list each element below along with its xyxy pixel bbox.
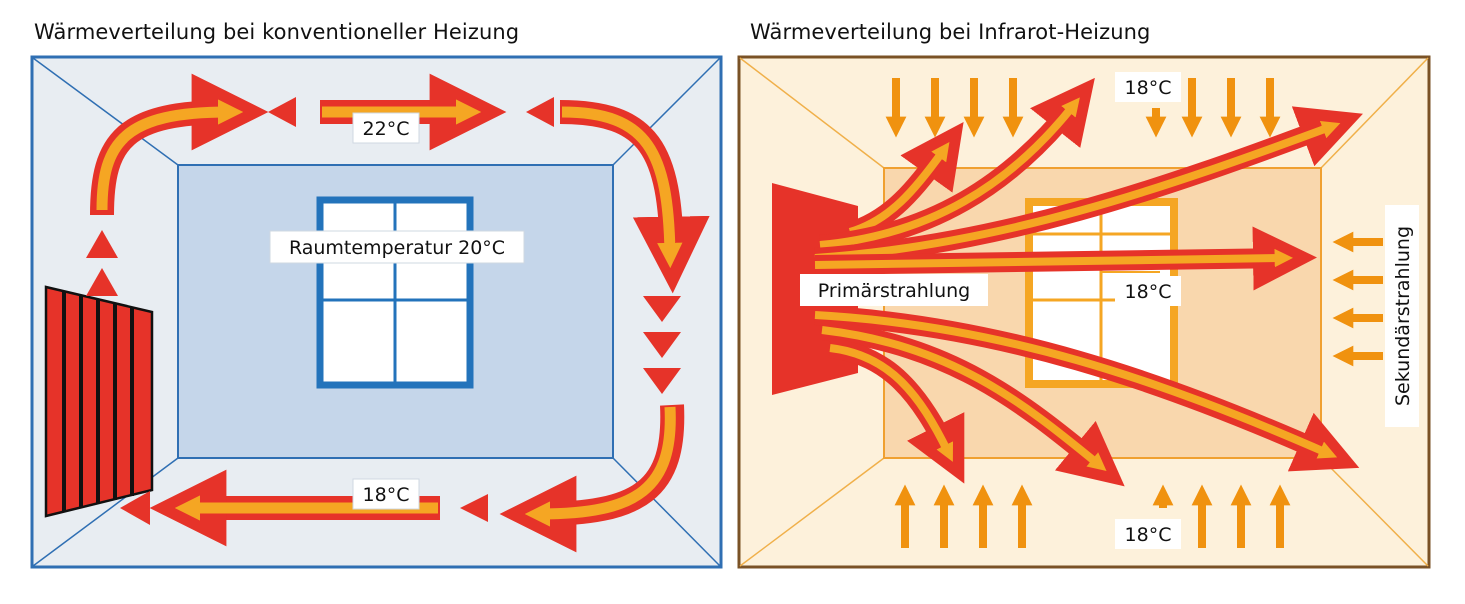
radiation-beam	[820, 320, 1125, 487]
flow-arrow-bottom-right	[499, 404, 685, 553]
radiation-beam	[828, 338, 965, 484]
left-label-room-temp: Raumtemperatur 20°C	[269, 230, 525, 264]
convection-arrows	[90, 73, 710, 553]
left-room: 22°C Raumtemperatur 20°C 18°C	[30, 55, 723, 569]
flow-triangle	[526, 97, 554, 127]
svg-text:22°C: 22°C	[363, 118, 410, 140]
svg-text:Raumtemperatur 20°C: Raumtemperatur 20°C	[289, 237, 505, 259]
radiation-beam	[814, 106, 1363, 268]
right-room: 18°C Primärstrahlung 18°C Sekundärstrahl…	[737, 55, 1431, 569]
secondary-arrows-bottom	[894, 484, 1291, 548]
radiation-beam	[814, 305, 1360, 472]
flow-triangle	[120, 491, 150, 525]
radiation-beam	[846, 121, 964, 242]
radiation-beam	[814, 226, 1317, 291]
flow-triangle	[86, 268, 118, 296]
flow-triangles	[86, 97, 681, 525]
right-label-top-temp: 18°C	[1115, 72, 1181, 102]
primary-radiation-beams	[814, 77, 1363, 487]
svg-text:Primärstrahlung: Primärstrahlung	[818, 280, 970, 302]
flow-triangle	[86, 230, 118, 258]
radiator-icon	[44, 285, 154, 518]
flow-arrow-top-left	[90, 73, 269, 216]
right-label-bottom-temp: 18°C	[1115, 519, 1181, 549]
left-window	[316, 196, 474, 389]
right-label-secondary: Sekundärstrahlung	[1385, 205, 1419, 427]
right-label-primary: Primärstrahlung	[800, 274, 988, 306]
svg-text:18°C: 18°C	[363, 484, 410, 506]
secondary-arrows-top	[885, 78, 1281, 138]
right-panel-title: Wärmeverteilung bei Infrarot-Heizung	[750, 20, 1151, 44]
flow-triangle	[643, 332, 681, 358]
left-panel-title: Wärmeverteilung bei konventioneller Heiz…	[34, 20, 520, 44]
svg-text:Sekundärstrahlung: Sekundärstrahlung	[1392, 226, 1414, 406]
flow-triangle	[643, 368, 681, 394]
svg-text:18°C: 18°C	[1125, 524, 1172, 546]
svg-text:18°C: 18°C	[1125, 77, 1172, 99]
left-label-bottom-temp: 18°C	[352, 478, 420, 510]
right-label-mid-temp: 18°C	[1115, 276, 1181, 306]
left-label-top-temp: 22°C	[352, 112, 420, 144]
flow-triangle	[460, 494, 488, 522]
radiation-beam	[819, 77, 1095, 255]
secondary-radiation-arrows	[885, 78, 1383, 548]
flow-arrow-top-right	[559, 100, 710, 294]
secondary-arrows-right	[1332, 231, 1383, 367]
svg-text:18°C: 18°C	[1125, 281, 1172, 303]
flow-triangle	[268, 97, 296, 127]
flow-triangle	[643, 296, 681, 322]
